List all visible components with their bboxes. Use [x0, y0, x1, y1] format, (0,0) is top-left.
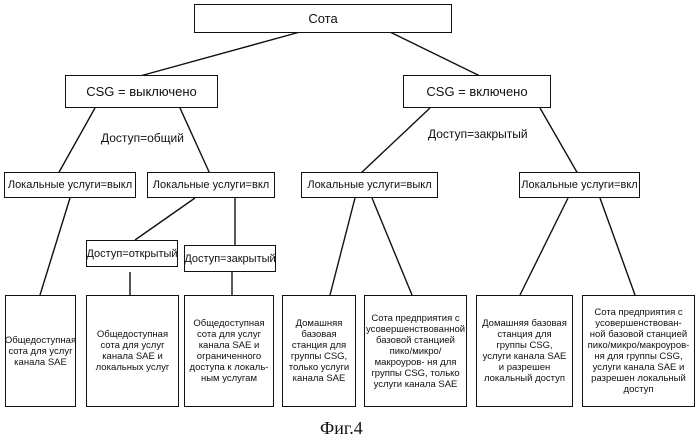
- local-on-right-label: Локальные услуги=вкл: [521, 179, 637, 191]
- leaf-home-csg-local: Домашняя базовая станция для группы CSG,…: [476, 295, 573, 407]
- leaf-public-restricted-local-text: Общедоступная сота для услуг канала SAE …: [189, 318, 269, 384]
- leaf-public-restricted-local: Общедоступная сота для услуг канала SAE …: [184, 295, 274, 407]
- access-closed-mid-node: Доступ=закрытый: [184, 245, 276, 272]
- local-on-left-node: Локальные услуги=вкл: [147, 172, 275, 198]
- csg-on-node: CSG = включено: [403, 75, 551, 108]
- access-open-label: Доступ=открытый: [86, 248, 177, 260]
- access-closed-mid-label: Доступ=закрытый: [184, 253, 275, 265]
- csg-off-label: CSG = выключено: [86, 86, 197, 98]
- local-off-right-label: Локальные услуги=выкл: [307, 179, 431, 191]
- leaf-home-csg-sae: Домашняя базовая станция для группы CSG,…: [282, 295, 356, 407]
- local-off-left-node: Локальные услуги=выкл: [4, 172, 136, 198]
- leaf-public-sae-local: Общедоступная сота для услуг канала SAE …: [86, 295, 179, 407]
- leaf-enterprise-csg-sae: Сота предприятия с усовершенствованной б…: [364, 295, 467, 407]
- leaf-enterprise-csg-local-text: Сота предприятия с усовершенствован- ной…: [587, 307, 690, 395]
- leaf-public-sae-local-text: Общедоступная сота для услуг канала SAE …: [91, 329, 174, 373]
- root-node: Сота: [194, 4, 452, 33]
- local-off-left-label: Локальные услуги=выкл: [8, 179, 132, 191]
- access-common-label: Доступ=общий: [101, 131, 184, 145]
- leaf-enterprise-csg-local: Сота предприятия с усовершенствован- ной…: [582, 295, 695, 407]
- csg-on-label: CSG = включено: [426, 86, 527, 98]
- leaf-home-csg-sae-text: Домашняя базовая станция для группы CSG,…: [287, 318, 351, 384]
- local-on-right-node: Локальные услуги=вкл: [519, 172, 640, 198]
- leaf-enterprise-csg-sae-text: Сота предприятия с усовершенствованной б…: [366, 313, 465, 390]
- local-off-right-node: Локальные услуги=выкл: [301, 172, 438, 198]
- root-label: Сота: [308, 13, 337, 25]
- leaf-public-sae-text: Общедоступная сота для услуг канала SAE: [5, 335, 76, 368]
- local-on-left-label: Локальные услуги=вкл: [153, 179, 269, 191]
- leaf-public-sae: Общедоступная сота для услуг канала SAE: [5, 295, 76, 407]
- leaf-home-csg-local-text: Домашняя базовая станция для группы CSG,…: [481, 318, 568, 384]
- access-closed-top-label: Доступ=закрытый: [428, 127, 528, 141]
- csg-off-node: CSG = выключено: [65, 75, 218, 108]
- access-open-node: Доступ=открытый: [86, 240, 178, 267]
- figure-caption: Фиг.4: [320, 418, 363, 439]
